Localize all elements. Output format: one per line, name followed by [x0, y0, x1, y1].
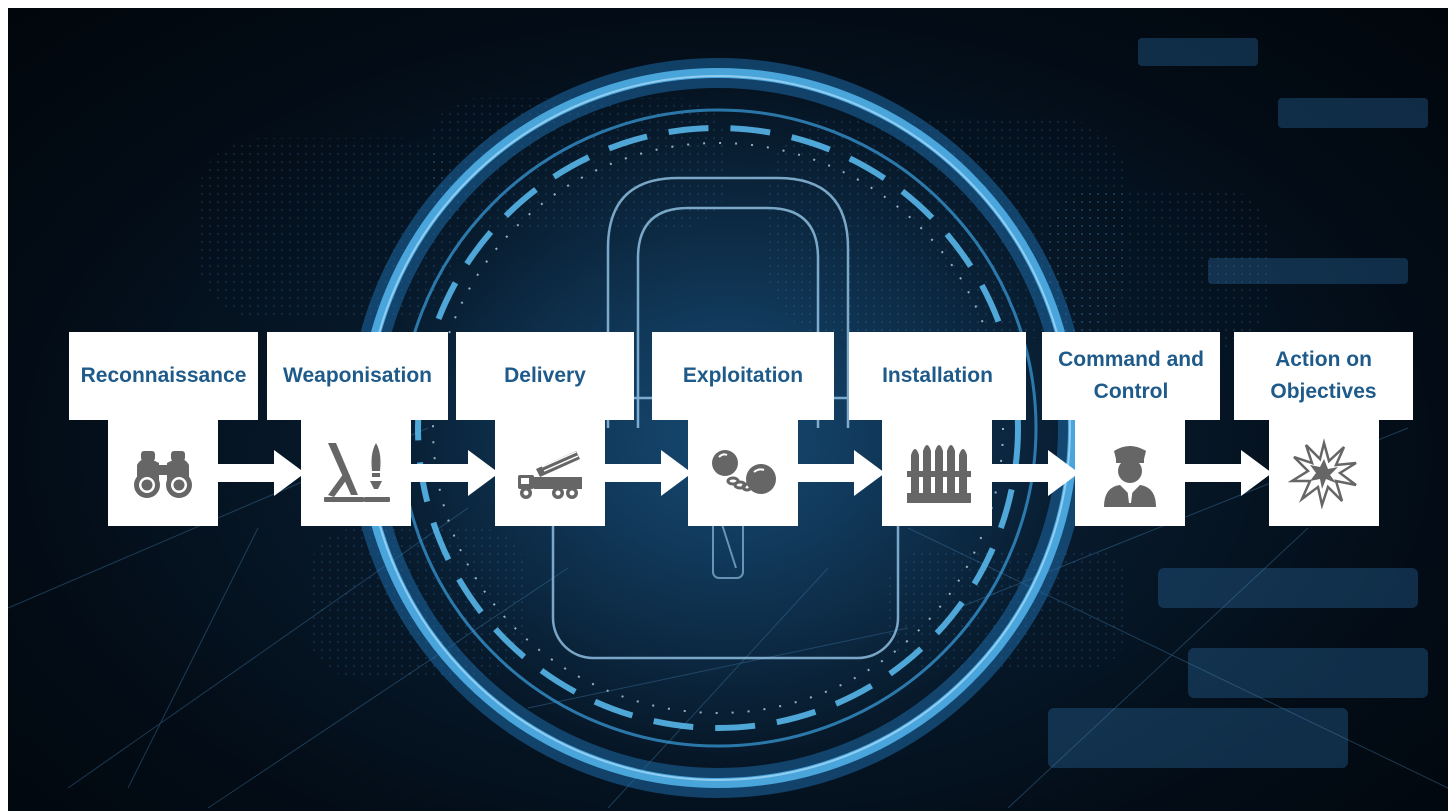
stage-label-command-and-control: Command and Control: [1042, 332, 1220, 420]
stage-label-installation: Installation: [849, 332, 1026, 420]
binoculars-icon: [134, 451, 192, 498]
stage-icon-box-exploitation: [688, 420, 798, 526]
stage-icon-box-weaponisation: [301, 420, 411, 526]
rocket-launcher-truck-icon: [518, 451, 582, 499]
flow-arrow: [990, 450, 1079, 496]
stage-label-action-on-objectives: Action on Objectives: [1234, 332, 1413, 420]
stage-label-exploitation: Exploitation: [652, 332, 834, 420]
stage-label-weaponisation: Weaponisation: [267, 332, 448, 420]
mortar-icon: [324, 443, 390, 502]
stage-icon-box-reconnaissance: [108, 420, 218, 526]
stage-icon-box-action-on-objectives: [1269, 420, 1379, 526]
explosion-icon: [1288, 438, 1357, 509]
ball-and-chain-icon: [712, 450, 776, 494]
stage-icon-box-installation: [882, 420, 992, 526]
background-blocks: [1048, 38, 1428, 768]
stage-icon-box-delivery: [495, 420, 605, 526]
flow-arrow: [603, 450, 692, 496]
flow-arrow: [410, 450, 499, 496]
stage-icon-box-command-and-control: [1075, 420, 1185, 526]
flow-arrow: [216, 450, 305, 496]
ammunition-shells-icon: [907, 445, 971, 503]
flow-arrow: [796, 450, 885, 496]
flow-arrow: [1183, 450, 1272, 496]
cyber-kill-chain-diagram: Reconnaissance Weaponisation Delivery Ex…: [8, 8, 1448, 811]
stage-label-reconnaissance: Reconnaissance: [69, 332, 258, 420]
officer-icon: [1104, 446, 1156, 507]
stage-label-delivery: Delivery: [456, 332, 634, 420]
